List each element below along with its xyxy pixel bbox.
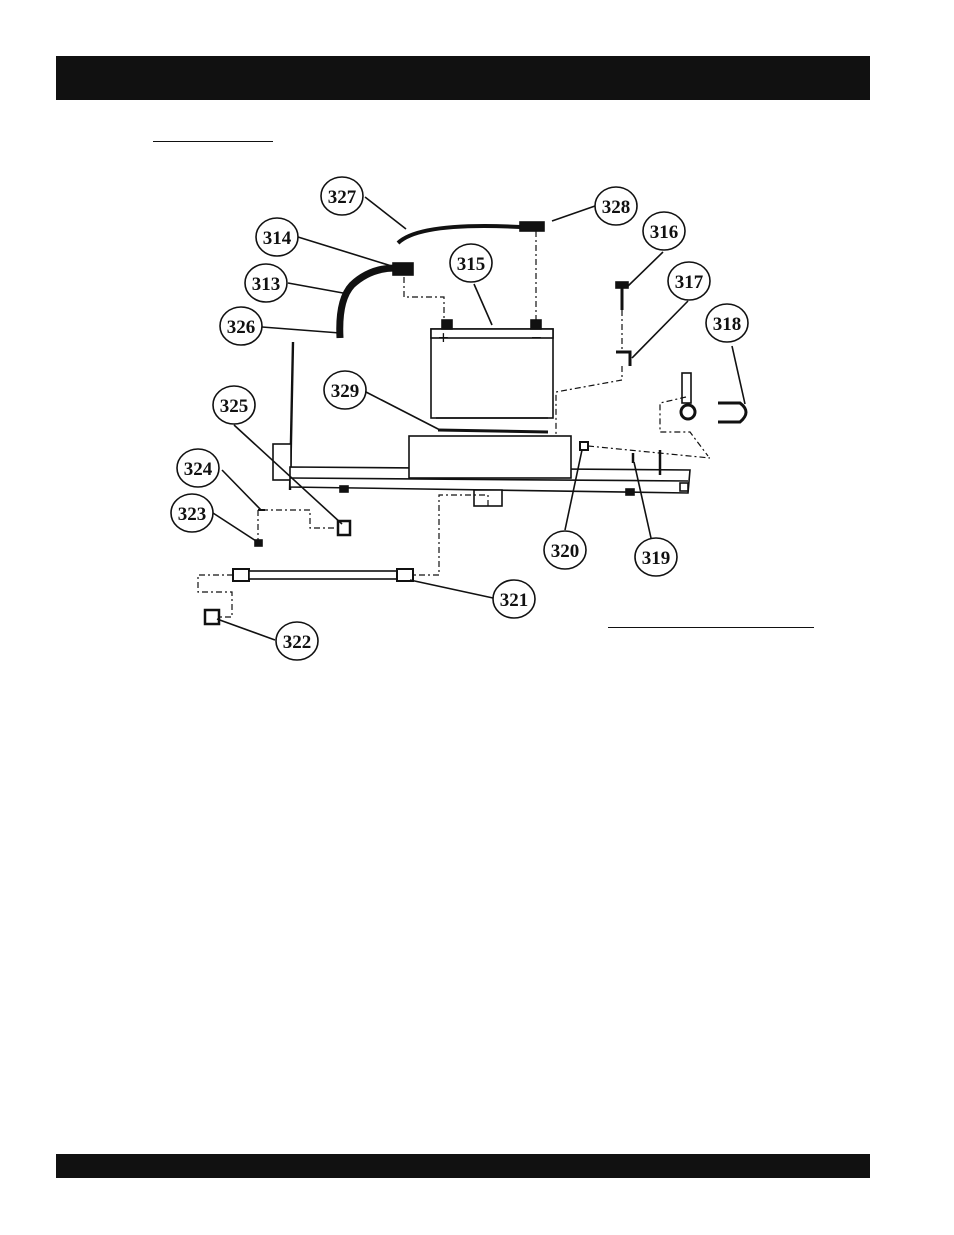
callout-number: 321 xyxy=(500,590,529,611)
hose-clamp-322 xyxy=(205,610,219,624)
callout-number: 319 xyxy=(642,548,671,569)
callout-324: 324 xyxy=(177,449,219,487)
callout-number: 324 xyxy=(184,459,213,480)
hold-down-329 xyxy=(438,430,548,432)
battery-plus-sign: + xyxy=(438,328,449,349)
callout-number: 316 xyxy=(650,222,679,243)
callout-number: 317 xyxy=(675,272,704,293)
callout-323: 323 xyxy=(171,494,213,532)
callout-329: 329 xyxy=(324,371,366,409)
callout-number: 327 xyxy=(328,187,357,208)
clip-325 xyxy=(338,521,350,535)
hose-321 xyxy=(233,569,413,581)
callout-328: 328 xyxy=(595,187,637,225)
callout-318: 318 xyxy=(706,304,748,342)
u-bolt-318 xyxy=(681,373,746,422)
battery-minus-sign: − xyxy=(531,328,542,349)
bolt-316 xyxy=(616,282,628,310)
callout-number: 320 xyxy=(551,541,580,562)
callout-number: 313 xyxy=(252,274,281,295)
callout-326: 326 xyxy=(220,307,262,345)
cable-terminal-328 xyxy=(520,222,544,231)
footer-bar xyxy=(56,1154,870,1178)
battery-cable-327 xyxy=(398,226,520,243)
callout-number: 329 xyxy=(331,381,360,402)
callout-number: 318 xyxy=(713,314,742,335)
callout-320: 320 xyxy=(544,531,586,569)
callout-313: 313 xyxy=(245,264,287,302)
callout-316: 316 xyxy=(643,212,685,250)
callout-number: 314 xyxy=(263,228,292,249)
battery-cable-313 xyxy=(340,268,395,338)
callout-327: 327 xyxy=(321,177,363,215)
callout-number: 322 xyxy=(283,632,312,653)
callout-number: 326 xyxy=(227,317,256,338)
callout-319: 319 xyxy=(635,538,677,576)
callout-315: 315 xyxy=(450,244,492,282)
nut-320 xyxy=(580,442,588,450)
callout-number: 323 xyxy=(178,504,207,525)
callout-317: 317 xyxy=(668,262,710,300)
callout-number: 325 xyxy=(220,396,249,417)
callout-number: 315 xyxy=(457,254,486,275)
callout-322: 322 xyxy=(276,622,318,660)
terminal-boot-314 xyxy=(393,263,413,275)
callout-321: 321 xyxy=(493,580,535,618)
washer-317 xyxy=(616,352,630,366)
callout-314: 314 xyxy=(256,218,298,256)
callout-325: 325 xyxy=(213,386,255,424)
callout-number: 328 xyxy=(602,197,631,218)
